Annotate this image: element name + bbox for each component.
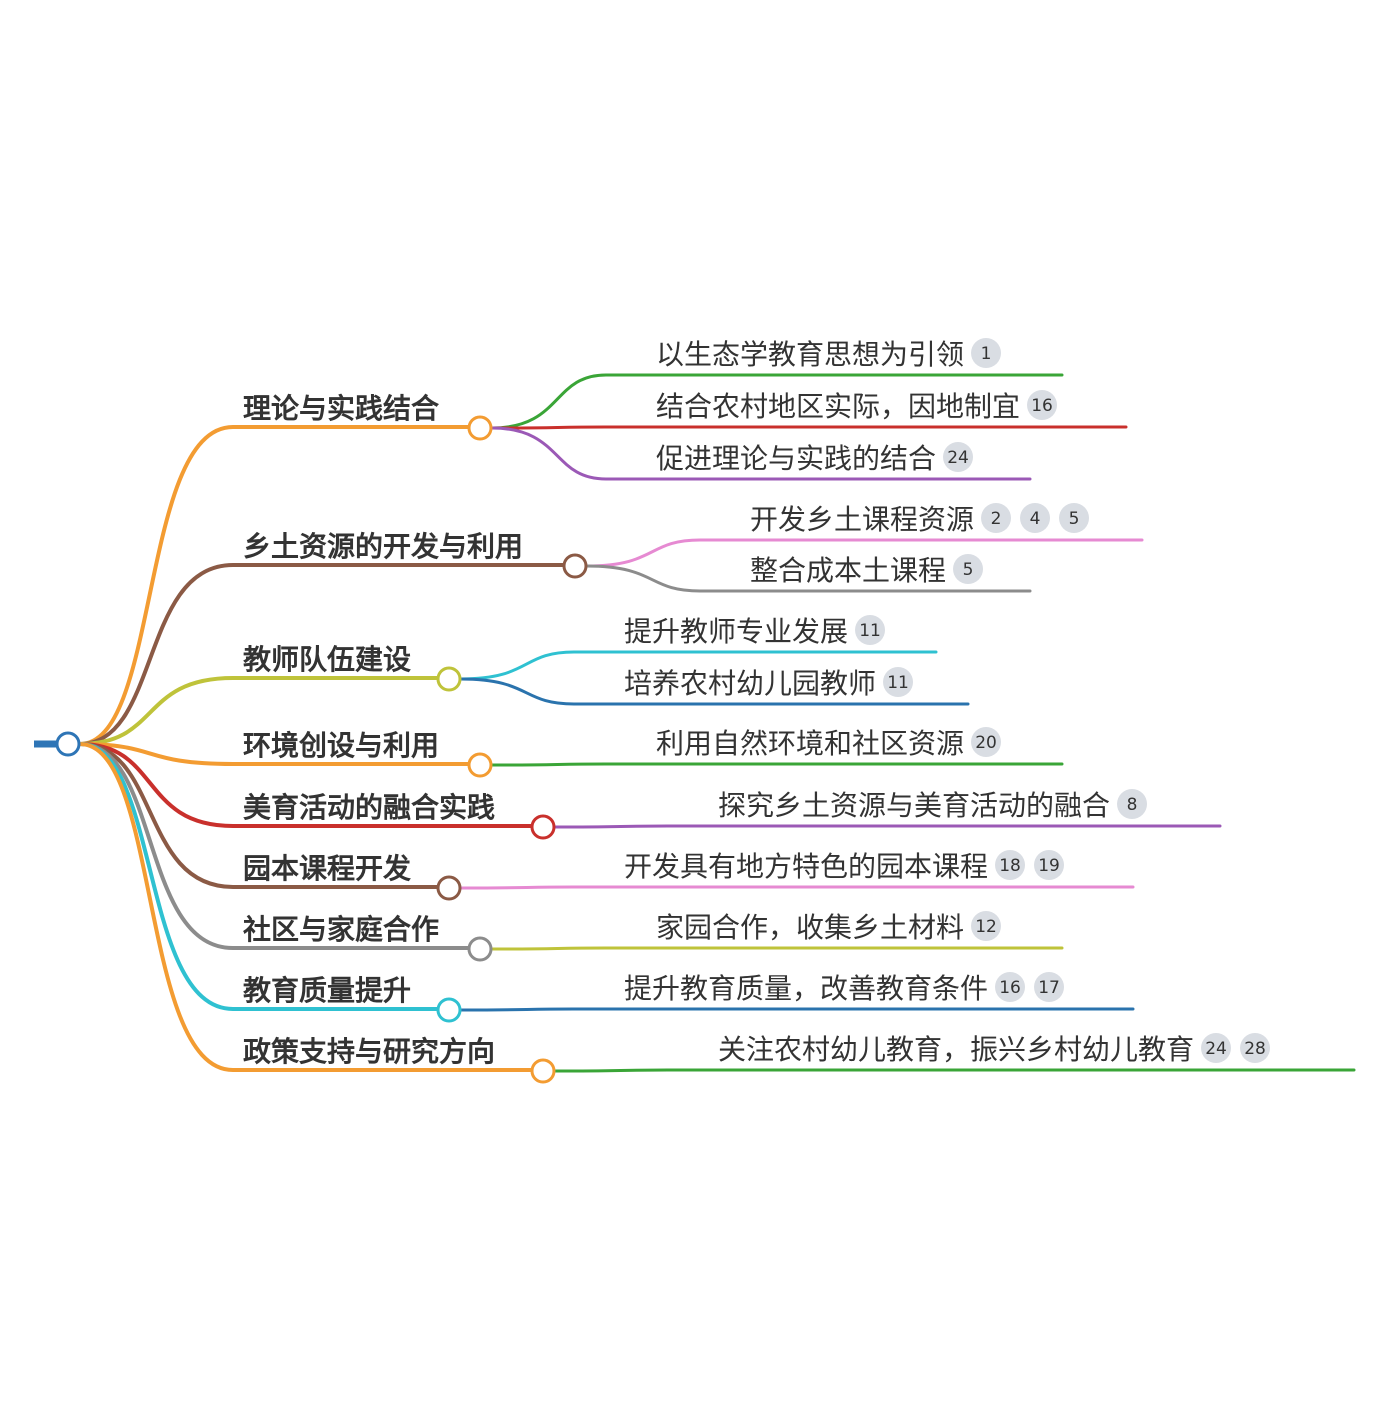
connector-root-branch <box>78 742 533 1072</box>
leaf-label: 结合农村地区实际，因地制宜 <box>656 390 1020 423</box>
citation-badge[interactable]: 5 <box>953 554 984 584</box>
citation-badge[interactable]: 16 <box>995 972 1026 1002</box>
citation-badge[interactable]: 20 <box>971 727 1002 757</box>
connector-branch-leaf <box>490 426 1032 481</box>
citation-badge[interactable]: 17 <box>1034 972 1065 1002</box>
root-node[interactable] <box>55 731 81 757</box>
branch-toggle-node[interactable] <box>530 814 556 840</box>
leaf-label: 家园合作，收集乡土材料 <box>656 911 964 944</box>
leaf-label: 开发乡土课程资源 <box>750 503 974 536</box>
branch-toggle-node[interactable] <box>467 936 493 962</box>
connector-branch-leaf <box>459 1007 1135 1012</box>
citation-badge[interactable]: 5 <box>1059 503 1090 533</box>
citation-badge[interactable]: 16 <box>1027 390 1058 420</box>
branch-toggle-node[interactable] <box>467 752 493 778</box>
connector-root-branch <box>78 676 439 746</box>
connector-branch-leaf <box>490 946 1064 951</box>
citation-number: 5 <box>1069 509 1080 529</box>
citation-number: 12 <box>975 917 997 937</box>
connector-branch-leaf <box>585 538 1144 568</box>
leaf-label: 提升教育质量，改善教育条件 <box>624 972 988 1005</box>
branch-label: 社区与家庭合作 <box>243 913 439 946</box>
citation-number: 16 <box>999 978 1021 998</box>
connector-branch-leaf <box>553 1068 1356 1073</box>
leaf-label: 以生态学教育思想为引领 <box>656 338 964 371</box>
leaf-label: 开发具有地方特色的园本课程 <box>624 850 988 883</box>
citation-number: 5 <box>963 560 974 580</box>
leaf-label: 探究乡土资源与美育活动的融合 <box>718 789 1110 822</box>
connector-branch-leaf <box>490 373 1064 430</box>
citation-number: 4 <box>1030 509 1041 529</box>
branch-label: 教育质量提升 <box>243 974 411 1007</box>
leaf-label: 利用自然环境和社区资源 <box>656 727 964 760</box>
branch-toggle-node[interactable] <box>436 875 462 901</box>
citation-number: 18 <box>999 856 1021 876</box>
branch-label: 园本课程开发 <box>243 852 411 885</box>
branch-label: 环境创设与利用 <box>243 729 439 762</box>
leaf-label: 促进理论与实践的结合 <box>656 442 936 475</box>
citation-number: 11 <box>887 673 909 693</box>
connector-branch-leaf <box>459 650 938 681</box>
branch-label: 理论与实践结合 <box>243 392 440 425</box>
citation-badge[interactable]: 12 <box>971 911 1002 941</box>
citation-badge[interactable]: 11 <box>883 667 914 697</box>
citation-badge[interactable]: 2 <box>981 503 1012 533</box>
citation-badge[interactable]: 28 <box>1240 1033 1271 1063</box>
connector-root-branch <box>78 742 439 1011</box>
leaf-label: 整合成本土课程 <box>750 554 946 587</box>
citation-badge[interactable]: 24 <box>943 442 974 472</box>
connector-root-branch <box>78 742 439 889</box>
connector-root-branch <box>78 742 470 950</box>
citation-number: 1 <box>981 344 992 364</box>
citation-badge[interactable]: 18 <box>995 850 1026 880</box>
branch-toggle-node[interactable] <box>436 666 462 692</box>
citation-badge[interactable]: 24 <box>1201 1033 1232 1063</box>
leaf-label: 培养农村幼儿园教师 <box>624 667 876 700</box>
citation-number: 2 <box>991 509 1002 529</box>
citation-number: 8 <box>1127 795 1138 815</box>
connector-root-branch <box>78 742 470 766</box>
branch-toggle-node[interactable] <box>530 1058 556 1084</box>
connector-branch-leaf <box>490 762 1064 767</box>
connector-branch-leaf <box>459 885 1135 890</box>
citation-number: 19 <box>1038 856 1060 876</box>
connector-root-branch <box>78 563 565 746</box>
connector-branch-leaf <box>553 824 1222 829</box>
branch-toggle-node[interactable] <box>467 415 493 441</box>
connector-lines <box>78 373 1356 1073</box>
citation-number: 16 <box>1031 396 1053 416</box>
citation-badge[interactable]: 11 <box>855 615 886 645</box>
leaf-label: 关注农村幼儿教育，振兴乡村幼儿教育 <box>718 1033 1194 1066</box>
citation-number: 28 <box>1244 1039 1266 1059</box>
citation-badge[interactable]: 1 <box>971 338 1002 368</box>
citation-number: 24 <box>947 448 969 468</box>
connector-branch-leaf <box>459 677 970 706</box>
branch-label: 乡土资源的开发与利用 <box>243 530 523 563</box>
branch-label: 美育活动的融合实践 <box>243 791 495 824</box>
mindmap-nodes: 理论与实践结合 以生态学教育思想为引领 1 结合农村地区实际，因地制宜 16 促进理论与实… <box>34 338 1271 1084</box>
connector-branch-leaf <box>585 564 1032 593</box>
connector-root-branch <box>78 742 533 828</box>
citation-badge[interactable]: 8 <box>1117 789 1148 819</box>
citation-number: 17 <box>1038 978 1060 998</box>
branch-label: 教师队伍建设 <box>243 643 411 676</box>
connector-root-branch <box>78 425 470 746</box>
citation-number: 24 <box>1205 1039 1227 1059</box>
citation-badge[interactable]: 4 <box>1020 503 1051 533</box>
citation-number: 11 <box>859 621 881 641</box>
branch-label: 政策支持与研究方向 <box>243 1035 495 1068</box>
citation-badge[interactable]: 19 <box>1034 850 1065 880</box>
connector-branch-leaf <box>490 425 1128 430</box>
leaf-label: 提升教师专业发展 <box>624 615 848 648</box>
citation-number: 20 <box>975 733 997 753</box>
branch-toggle-node[interactable] <box>436 997 462 1023</box>
branch-toggle-node[interactable] <box>562 553 588 579</box>
